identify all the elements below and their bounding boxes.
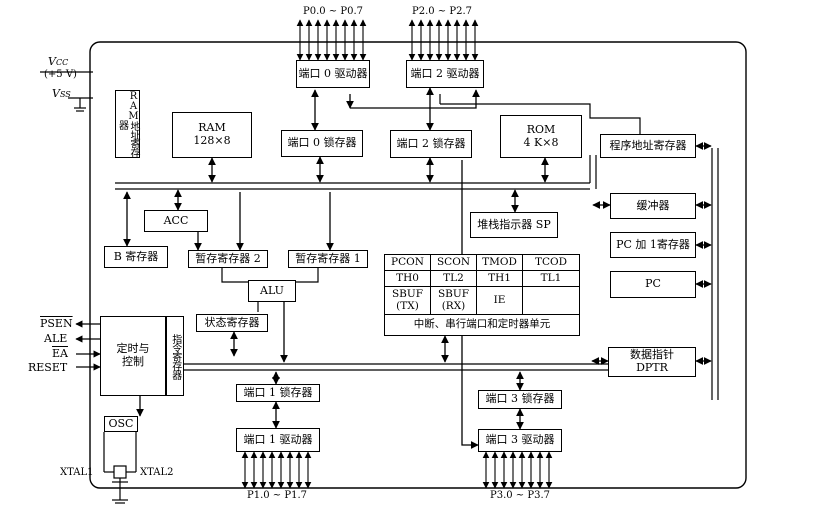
ale-label: ALE [44,332,68,345]
ea-label: EA [52,347,68,360]
alu-feed-lines [221,94,641,312]
sfr-cell: SBUF (RX) [431,287,477,315]
port0-driver: 端口 0 驱动器 [296,60,370,88]
program-counter: PC [610,271,696,298]
sfr-table: PCON SCON TMOD TCOD TH0 TL2 TH1 TL1 SBUF… [384,254,580,336]
buffer: 缓冲器 [610,193,696,219]
temp-register-1: 暂存寄存器 1 [288,250,368,268]
sfr-cell [523,287,579,315]
port1-driver: 端口 1 驱动器 [236,428,320,452]
psen-label: PSEN [40,317,73,330]
sfr-cell: TH0 [385,271,431,287]
ram-address-register: RAM地址寄存器 [115,90,140,158]
sfr-cell: TH1 [477,271,523,287]
port1-pins-label: P1.0 ~ P1.7 [247,490,307,501]
connections [123,87,712,430]
xtal2-label: XTAL2 [140,467,174,478]
vcc-label: VCC [48,55,69,68]
status-register-psw: 状态寄存器 [196,314,268,332]
port2-pins-label: P2.0 ~ P2.7 [412,6,472,17]
sfr-cell: IE [477,287,523,315]
port0-latch: 端口 0 锁存器 [281,130,363,157]
port3-latch: 端口 3 锁存器 [478,390,562,409]
stack-pointer: 堆栈指示器 SP [470,212,558,238]
temp-register-2: 暂存寄存器 2 [188,250,268,268]
vss-label: VSS [52,87,71,100]
port0-pins-label: P0.0 ~ P0.7 [303,6,363,17]
sfr-cell: SBUF (TX) [385,287,431,315]
rom-block: ROM 4 K×8 [500,115,582,158]
b-register: B 寄存器 [104,246,168,268]
sfr-cell: PCON [385,255,431,271]
alu: ALU [248,280,296,302]
port-pins [241,19,553,489]
sfr-cell: SCON [431,255,477,271]
sfr-cell: TL2 [431,271,477,287]
internal-bus [115,148,719,400]
port2-latch: 端口 2 锁存器 [390,130,472,158]
sfr-cell: TL1 [523,271,579,287]
xtal1-label: XTAL1 [60,467,94,478]
sfr-caption: 中断、串行端口和定时器单元 [413,318,551,331]
port1-latch: 端口 1 锁存器 [236,384,320,402]
timing-control: 定时与 控制 [100,316,166,396]
sfr-cell: TCOD [523,255,579,271]
oscillator: OSC [104,416,138,432]
pc-increment-register: PC 加 1寄存器 [610,232,696,258]
acc-register: ACC [144,210,208,232]
port3-driver: 端口 3 驱动器 [478,429,562,452]
instruction-register: 指令寄存器 [166,316,184,396]
program-address-register: 程序地址寄存器 [600,134,696,158]
port3-pins-label: P3.0 ~ P3.7 [490,490,550,501]
ram-block: RAM 128×8 [172,112,252,158]
sfr-cell: TMOD [477,255,523,271]
crystal [103,432,137,504]
port2-driver: 端口 2 驱动器 [406,60,484,88]
data-pointer-dptr: 数据指针 DPTR [608,347,696,377]
vcc-voltage-label: (+5 V) [44,69,77,80]
reset-label: RESET [28,361,68,374]
control-pins [40,71,101,371]
